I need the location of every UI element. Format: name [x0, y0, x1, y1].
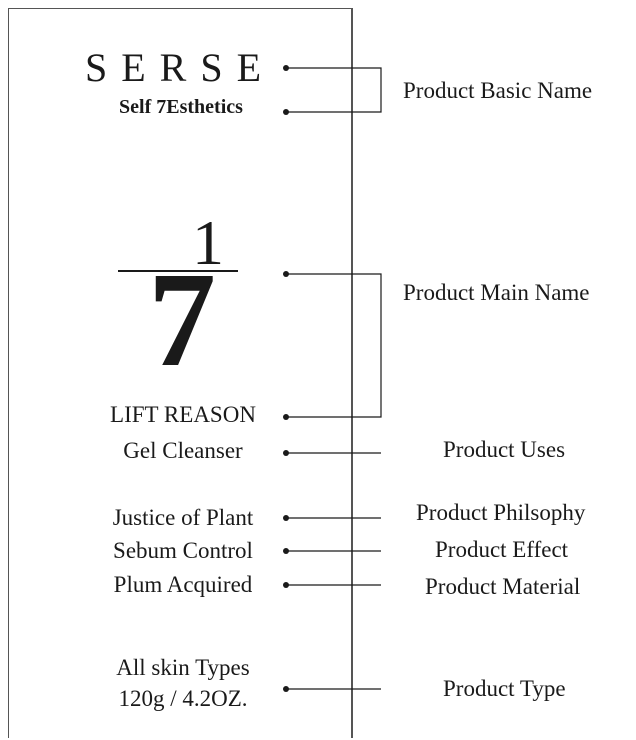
label-type: Product Type	[443, 676, 566, 701]
dot	[283, 548, 289, 554]
dot	[283, 109, 289, 115]
fraction-numerator: 1	[192, 207, 224, 278]
label-effect: Product Effect	[435, 537, 569, 562]
fraction-bar	[118, 270, 238, 272]
dot	[283, 450, 289, 456]
fraction-denominator: 7	[148, 245, 216, 395]
label-basic-name: Product Basic Name	[403, 78, 593, 103]
label-philosophy: Product Philsophy	[416, 500, 586, 525]
dot	[283, 271, 289, 277]
connector-basic-name	[286, 67, 382, 113]
dot	[283, 414, 289, 420]
product-type-line-1: All skin Types	[116, 655, 250, 680]
product-effect: Sebum Control	[113, 538, 253, 563]
dot	[283, 582, 289, 588]
sub-brand: Self 7Esthetics	[119, 96, 243, 118]
product-use: Gel Cleanser	[123, 438, 243, 463]
product-philosophy: Justice of Plant	[112, 505, 254, 530]
label-material: Product Material	[425, 574, 581, 599]
brand-name: SERSE	[84, 45, 276, 90]
dot	[283, 515, 289, 521]
label-main-name: Product Main Name	[403, 280, 590, 305]
product-type-line-2: 120g / 4.2OZ.	[118, 686, 248, 711]
label-uses: Product Uses	[443, 437, 566, 462]
dot	[283, 65, 289, 71]
product-material: Plum Acquired	[113, 572, 253, 597]
connector-main-name	[286, 273, 382, 418]
product-name: LIFT REASON	[110, 402, 256, 427]
dot	[283, 686, 289, 692]
package-outline	[8, 8, 353, 738]
